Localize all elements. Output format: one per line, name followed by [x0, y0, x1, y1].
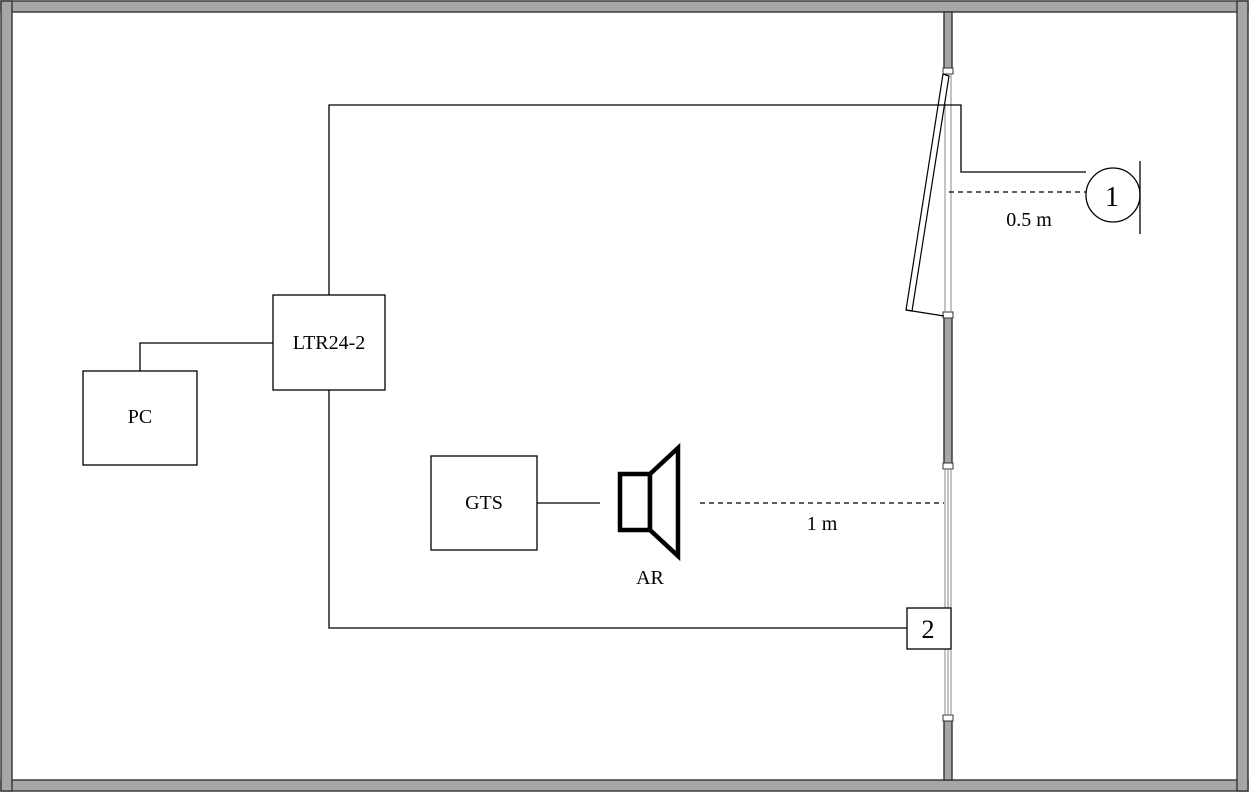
adc-label: LTR24-2: [293, 332, 366, 354]
distance-label-sensor1: 0.5 m: [1006, 209, 1052, 231]
pc-box: [82, 370, 198, 466]
speaker-label: AR: [636, 567, 664, 589]
partition-wall-bottom: [943, 717, 953, 781]
wall-cap: [942, 714, 954, 722]
open-window-sash: [905, 73, 950, 312]
wall-bottom: [0, 779, 1249, 792]
wire-ltr-sensor1: [328, 104, 1086, 295]
generator-label: GTS: [465, 492, 503, 514]
partition-wall-top: [943, 11, 953, 72]
wiring: [139, 104, 1086, 629]
generator-box: [430, 455, 538, 551]
wall-right: [1236, 0, 1249, 792]
partition-wall-middle: [943, 314, 953, 469]
wire-ltr-sensor2: [328, 390, 907, 629]
wall-left: [0, 0, 13, 792]
wall-cap: [942, 67, 954, 75]
adc-block: LTR24-2: [272, 294, 386, 391]
generator-block: GTS: [430, 455, 538, 551]
window-upper: [905, 73, 952, 317]
wall-cap: [942, 311, 954, 319]
wall-cap: [942, 462, 954, 470]
window-lower: [944, 469, 952, 715]
wall-top: [0, 0, 1249, 13]
sensor-1: 1: [1085, 161, 1141, 234]
sensor-1-label: 1: [1105, 182, 1119, 213]
pc-block: PC: [82, 370, 198, 466]
distance-label-speaker: 1 m: [807, 513, 838, 535]
adc-box: [272, 294, 386, 391]
pc-label: PC: [128, 406, 152, 428]
sensor-2: 2: [906, 607, 952, 650]
sensor-2-box: [906, 607, 952, 650]
sensor-2-label: 2: [922, 615, 935, 644]
speaker-icon: [617, 442, 681, 562]
wire-pc-ltr: [139, 342, 273, 371]
window-sash-arc: [905, 309, 945, 317]
